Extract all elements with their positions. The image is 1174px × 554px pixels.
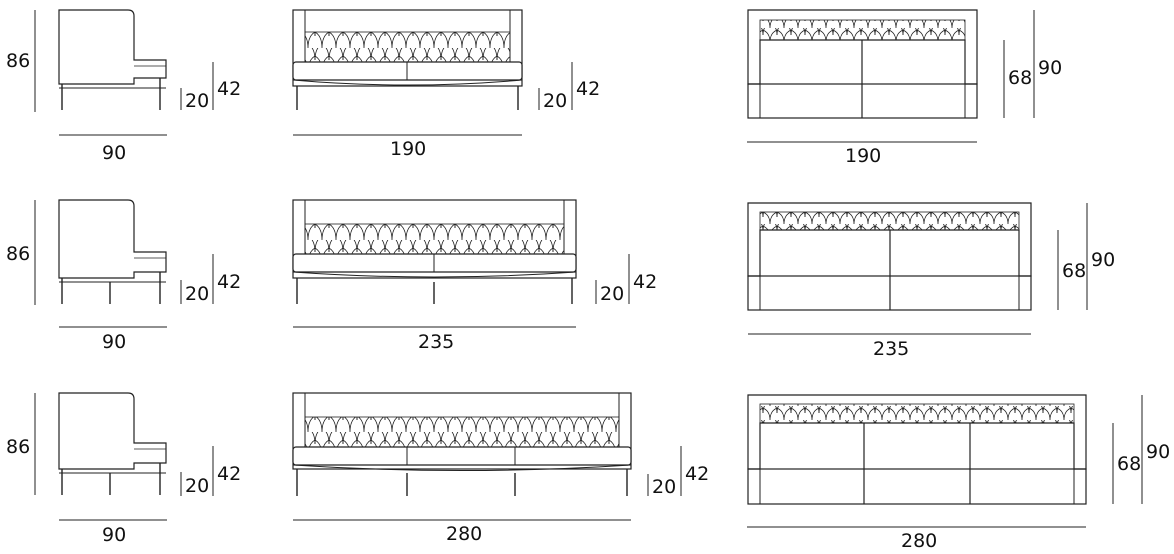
front-seat-height-label: 20 [652,476,676,498]
top-depth-label: 90 [1091,249,1115,271]
top-width-label: 235 [873,338,909,360]
top-inner-depth-label: 68 [1008,67,1032,89]
top-inner-depth-label: 68 [1062,260,1086,282]
top-inner-depth-label: 68 [1117,453,1141,475]
side-view: 86 90 20 42 [6,9,241,164]
top-depth-label: 90 [1038,57,1062,79]
side-view: 86 90 20 42 [6,199,241,353]
top-width-label: 190 [845,145,881,167]
side-arm-height-label: 42 [217,271,241,293]
front-view: 235 20 42 [292,199,657,353]
front-seat-height-label: 20 [600,283,624,305]
side-seat-height-label: 20 [185,475,209,497]
front-seat-height-label: 20 [543,90,567,112]
row-3: 86 90 20 42 [6,392,1170,552]
side-depth-label: 90 [102,524,126,546]
top-view: 235 68 90 [747,202,1115,360]
top-view: 280 68 90 [747,394,1170,552]
top-view: 190 68 90 [747,9,1062,167]
top-width-label: 280 [901,530,937,552]
front-arm-height-label: 42 [576,78,600,100]
side-height-label: 86 [6,50,30,72]
front-width-label: 280 [446,523,482,545]
side-view: 86 90 20 42 [6,392,241,546]
side-height-label: 86 [6,436,30,458]
front-arm-height-label: 42 [633,271,657,293]
side-arm-height-label: 42 [217,78,241,100]
side-height-label: 86 [6,243,30,265]
row-2: 86 90 20 42 235 [6,199,1115,360]
front-arm-height-label: 42 [685,463,709,485]
front-view: 280 20 42 [292,392,709,545]
front-width-label: 235 [418,331,454,353]
side-seat-height-label: 20 [185,283,209,305]
side-arm-height-label: 42 [217,463,241,485]
side-depth-label: 90 [102,142,126,164]
side-depth-label: 90 [102,331,126,353]
row-1: 86 90 20 42 190 [6,9,1062,167]
side-seat-height-label: 20 [185,90,209,112]
top-depth-label: 90 [1146,441,1170,463]
front-width-label: 190 [390,138,426,160]
front-view: 190 20 42 [292,9,600,160]
